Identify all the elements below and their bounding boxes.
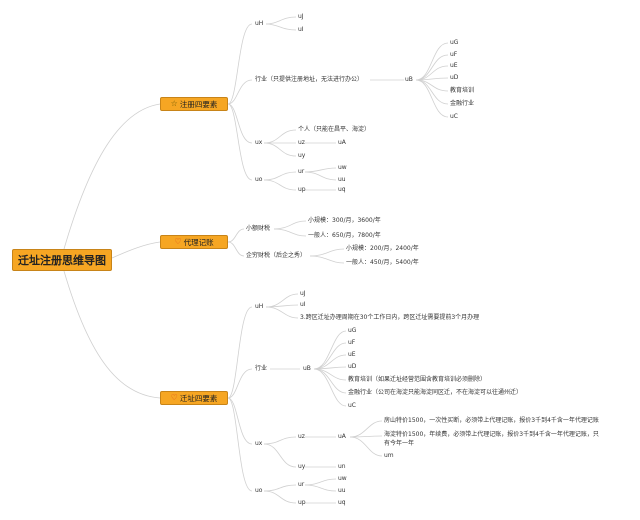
topic-bookkeeping[interactable]: ♡ 代理记账 [160,235,228,249]
node-item[interactable]: uD [450,74,459,81]
node-detail[interactable]: um [384,452,394,459]
node-uH[interactable]: uH [255,303,264,310]
node-detail[interactable]: 海淀特价1500，年续费，必须带上代理记账，报价3千到4千含一年代理记账，只 [384,431,599,438]
node-uA[interactable]: uA [338,139,346,146]
root-topic[interactable]: 迁址注册思维导图 [12,249,112,271]
node-uI[interactable]: uI [300,301,306,308]
node-uz[interactable]: uz [298,139,305,146]
topic-label: 代理记账 [183,237,214,247]
node-price[interactable]: 一般人：650/月，7800/年 [308,232,381,239]
node-item[interactable]: 教育培训（如果迁址经营范围含教育培训必须删除） [348,376,487,383]
node-industry[interactable]: 行业 [255,365,268,372]
node-ux[interactable]: ux [255,139,263,146]
node-price[interactable]: 一般人：450/月，5400/年 [346,259,419,266]
node-uu[interactable]: uu [338,487,346,494]
heart-icon: ♡ [170,393,178,402]
node-small-tax[interactable]: 小额财税 [246,225,271,232]
node-item[interactable]: uF [450,51,458,58]
node-uo[interactable]: uo [255,487,263,494]
node-company-tax[interactable]: 企穷财税（后企之秀） [246,252,307,259]
node-uy[interactable]: uy [298,152,306,159]
node-uH[interactable]: uH [255,20,264,27]
node-uy[interactable]: uy [298,463,306,470]
node-item[interactable]: uE [348,351,356,358]
node-item[interactable]: uE [450,62,458,69]
node-uB[interactable]: uB [405,76,413,83]
star-icon: ☆ [170,99,178,108]
node-item[interactable]: 教育培训 [450,87,475,94]
node-item[interactable]: uF [348,339,356,346]
node-uA[interactable]: uA [338,433,346,440]
node-item[interactable]: uD [348,363,357,370]
node-up[interactable]: up [298,499,306,506]
node-item[interactable]: 金融行业 [450,100,475,107]
node-uz[interactable]: uz [298,433,305,440]
node-uo[interactable]: uo [255,176,263,183]
node-price[interactable]: 小规模：200/月，2400/年 [346,245,419,252]
node-uI[interactable]: uI [298,26,304,33]
node-personal[interactable]: 个人（只能在昌平、海淀） [298,126,371,133]
node-ur[interactable]: ur [298,168,305,175]
node-ur[interactable]: ur [298,481,305,488]
node-item[interactable]: 金融行业（公司在海淀只能海淀同区迁，不在海淀可以往通州迁） [348,389,523,396]
node-price[interactable]: 小规模：300/月，3600/年 [308,217,381,224]
node-industry[interactable]: 行业（只提供注册地址，无法进行办公） [255,76,364,83]
node-up[interactable]: up [298,186,306,193]
heart-icon: ♡ [174,237,182,246]
node-ux[interactable]: ux [255,440,263,447]
node-detail[interactable]: 有今年一年 [384,440,415,447]
node-uq[interactable]: uq [338,186,346,193]
node-item[interactable]: uG [450,39,459,46]
node-item[interactable]: uG [348,327,357,334]
node-uB[interactable]: uB [303,365,311,372]
node-uJ[interactable]: uJ [300,290,306,297]
node-uJ[interactable]: uJ [298,13,304,20]
node-un[interactable]: un [338,463,346,470]
topic-registration-elements[interactable]: ☆ 注册四要素 [160,97,228,111]
topic-relocation-elements[interactable]: ♡ 迁址四要素 [160,391,228,405]
topic-label: 迁址四要素 [179,393,218,403]
node-note[interactable]: 3.跨区迁址办理周期在30个工作日内，跨区迁址需要提前3个月办理 [300,314,480,321]
node-uq[interactable]: uq [338,499,346,506]
node-detail[interactable]: 房山特价1500，一次性买断，必须带上代理记账，报价3千到4千含一年代理记账 [384,417,599,424]
node-uw[interactable]: uw [338,164,347,171]
node-uu[interactable]: uu [338,176,346,183]
node-item[interactable]: uC [348,402,356,409]
node-item[interactable]: uC [450,113,458,120]
topic-label: 注册四要素 [179,99,218,109]
node-uw[interactable]: uw [338,475,347,482]
